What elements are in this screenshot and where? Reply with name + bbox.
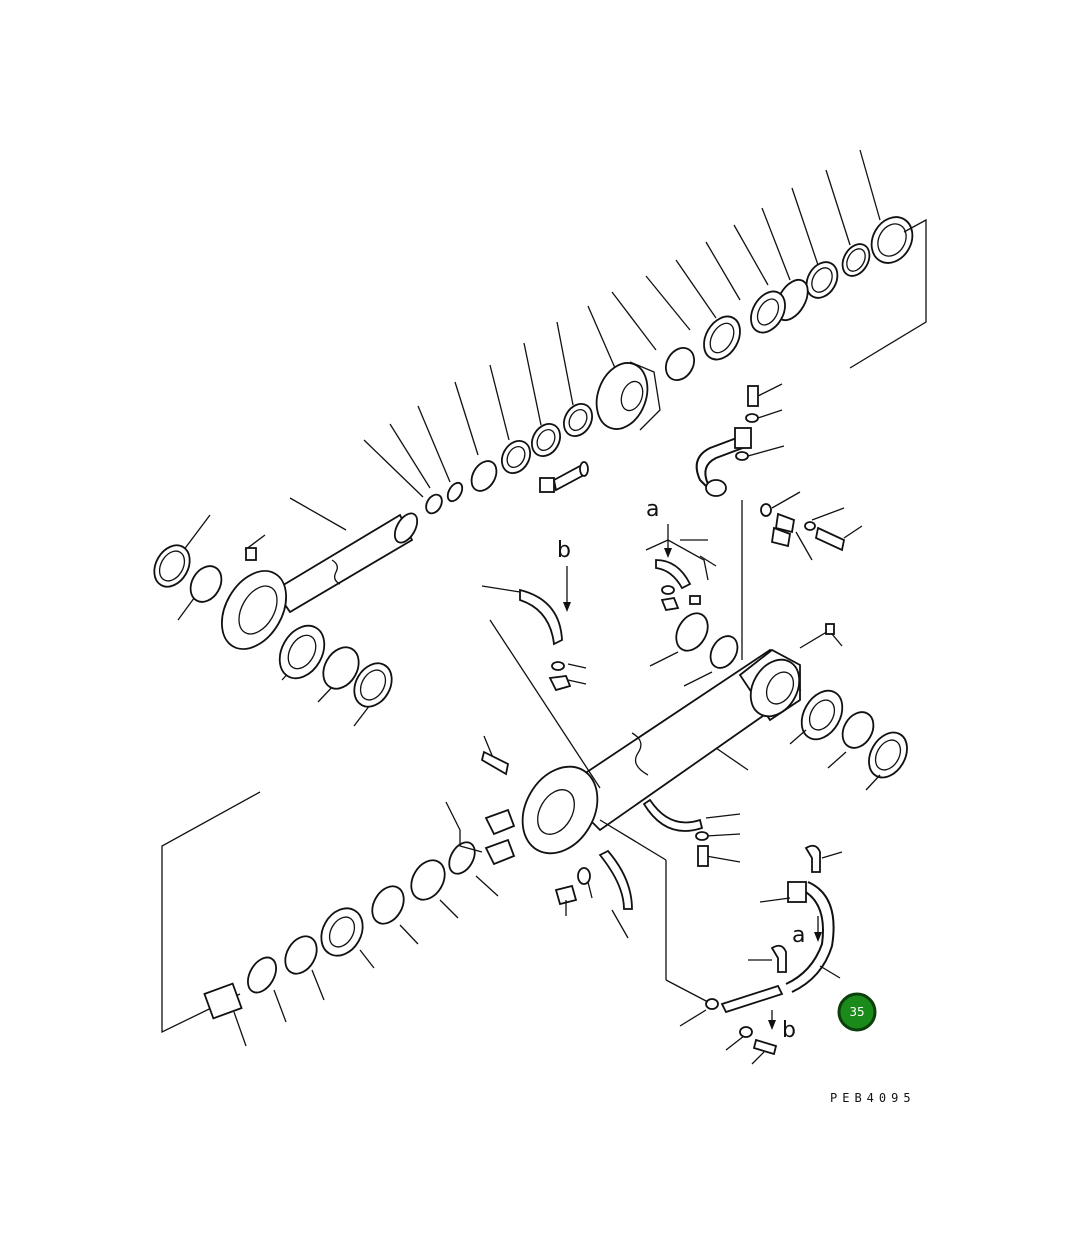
clamp-bracket-a xyxy=(645,539,717,612)
upper-part-row xyxy=(221,149,927,650)
callout-arrows xyxy=(563,524,822,1030)
callout-label-a-lower: a xyxy=(792,923,805,948)
page-number-badge-circle[interactable] xyxy=(837,992,877,1032)
piston-part-row xyxy=(161,735,516,1047)
upper-leader-lines xyxy=(289,149,881,531)
callout-label-b-upper: b xyxy=(557,538,571,563)
callout-label-a-upper: a xyxy=(646,497,659,522)
head-bolt xyxy=(539,461,589,493)
page-number-badge[interactable]: 35 xyxy=(837,992,877,1032)
bottom-end-parts xyxy=(649,612,908,791)
rod-end-parts xyxy=(153,514,393,727)
page-number-badge-label: 35 xyxy=(849,1005,864,1019)
tube-clamps xyxy=(481,585,741,939)
drawing-code: PEB4095 xyxy=(830,1091,916,1105)
upper-hose-assembly xyxy=(695,383,863,660)
cylinder-tube xyxy=(489,619,843,855)
cylinder-head xyxy=(595,361,661,431)
callout-label-b-lower: b xyxy=(782,1018,796,1043)
lower-hose-assembly xyxy=(599,819,843,1065)
piston-rod xyxy=(221,512,419,650)
seal-rings xyxy=(425,216,914,515)
